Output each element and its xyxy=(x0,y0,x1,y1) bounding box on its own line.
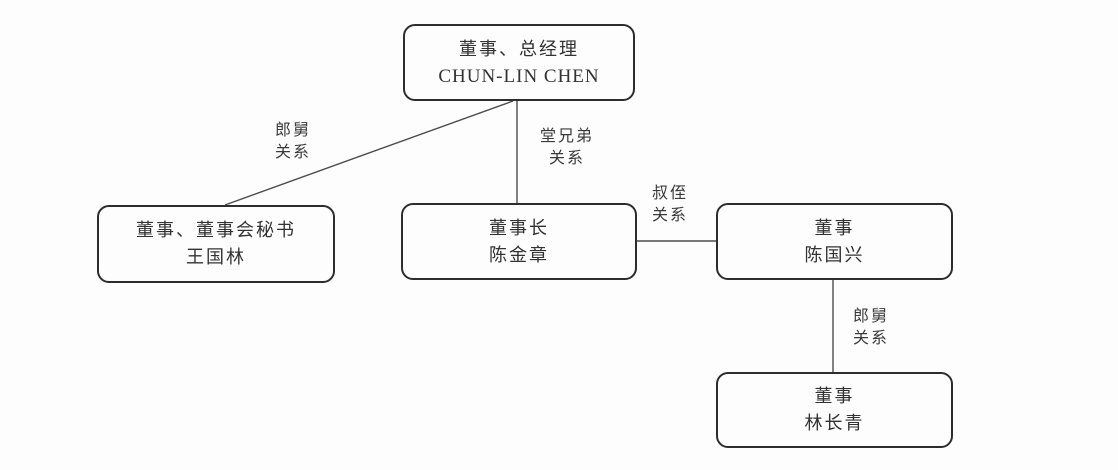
edge-label-line: 堂兄弟 xyxy=(539,128,595,145)
node-title: 董事、董事会秘书 xyxy=(136,220,296,240)
node-name: 陈国兴 xyxy=(804,244,865,265)
node-wang-guolin: 董事、董事会秘书 王国林 xyxy=(97,205,335,283)
edge-label-shuzhi: 叔侄 关系 xyxy=(652,183,688,227)
node-title: 董事、总经理 xyxy=(459,38,579,59)
node-chun-lin-chen: 董事、总经理 CHUN-LIN CHEN xyxy=(403,24,635,101)
node-name: 林长青 xyxy=(804,413,865,433)
edge-label-line: 关系 xyxy=(274,144,312,161)
edge-label-tangxiongdi: 堂兄弟 关系 xyxy=(540,126,594,170)
node-name: 陈金章 xyxy=(489,244,549,265)
node-chen-jinzhang: 董事长 陈金章 xyxy=(401,203,637,280)
node-name: CHUN-LIN CHEN xyxy=(438,65,600,87)
node-title: 董事长 xyxy=(489,217,549,238)
edge-label-langjiu-right: 郎舅 关系 xyxy=(853,306,889,350)
node-chen-guoxing: 董事 陈国兴 xyxy=(716,203,953,280)
edge-label-line: 关系 xyxy=(651,207,689,224)
edge-label-line: 关系 xyxy=(548,150,586,167)
edge-label-line: 关系 xyxy=(852,330,890,347)
edge-line-chunlinchen-wangguolin xyxy=(224,100,514,206)
node-title: 董事 xyxy=(814,386,855,406)
edge-label-line: 郎舅 xyxy=(274,122,312,139)
edge-label-line: 叔侄 xyxy=(651,185,689,202)
node-title: 董事 xyxy=(814,217,855,238)
edge-label-line: 郎舅 xyxy=(852,308,890,325)
node-name: 王国林 xyxy=(186,247,246,267)
edge-label-langjiu-left: 郎舅 关系 xyxy=(275,120,311,164)
node-lin-changqing: 董事 林长青 xyxy=(716,372,953,448)
